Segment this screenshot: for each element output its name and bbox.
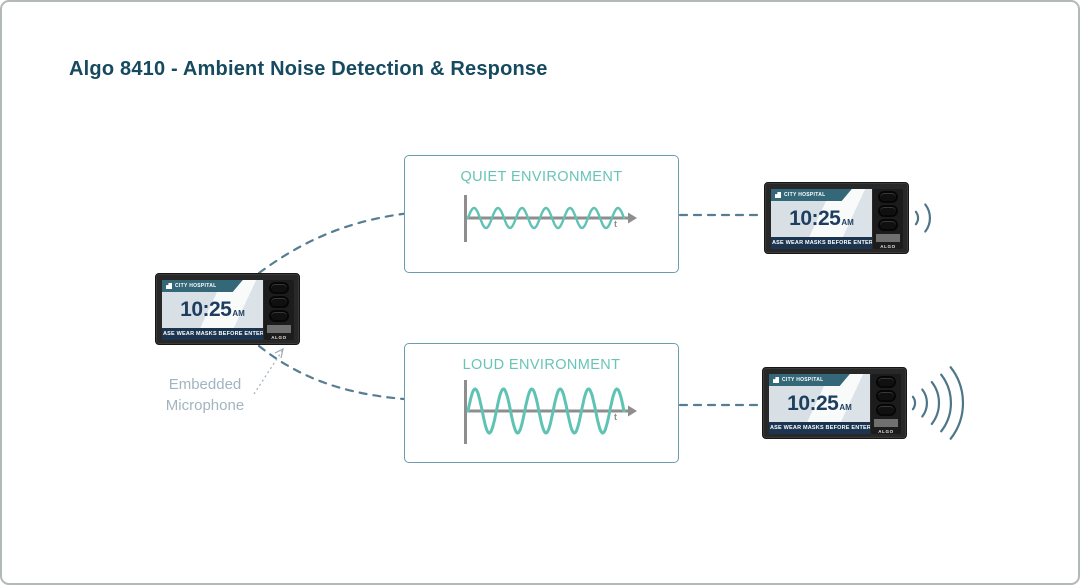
device-screen: CITY HOSPITAL 10:25AM ASE WEAR MASKS BEF…	[769, 374, 870, 434]
hospital-logo-icon	[166, 283, 172, 289]
speaker-slot	[269, 296, 289, 308]
device-main: CITY HOSPITAL 10:25AM ASE WEAR MASKS BEF…	[155, 273, 300, 345]
speaker-panel: ALGO	[871, 374, 901, 434]
sound-arc	[940, 373, 952, 433]
quiet-sound-waves-icon	[914, 203, 932, 233]
time-value: 10:25	[789, 207, 841, 230]
sound-arc	[911, 395, 917, 411]
wave-x-axis-arrow	[628, 212, 637, 224]
clock-display: 10:25AM	[162, 292, 263, 328]
wave-x-axis-arrow	[628, 405, 637, 417]
speaker-slot	[876, 376, 896, 388]
screen-header: CITY HOSPITAL	[771, 189, 852, 201]
loud-waveform-plot: t	[464, 380, 637, 444]
hospital-name: CITY HOSPITAL	[782, 377, 824, 383]
time-value: 10:25	[180, 298, 232, 321]
hospital-name: CITY HOSPITAL	[175, 283, 217, 289]
ticker-message: ASE WEAR MASKS BEFORE ENTERING TO	[769, 422, 870, 434]
quiet-sine-wave	[466, 206, 626, 230]
meridiem-label: AM	[232, 309, 245, 318]
device-loud-response: CITY HOSPITAL 10:25AM ASE WEAR MASKS BEF…	[762, 367, 907, 439]
loud-environment-box: LOUD ENVIRONMENT t	[404, 343, 679, 463]
microphone-pointer-arrowhead	[274, 347, 284, 359]
screen-header: CITY HOSPITAL	[162, 280, 243, 292]
speaker-slot	[876, 404, 896, 416]
speaker-slot	[878, 219, 898, 231]
ticker-message: ASE WEAR MASKS BEFORE ENTERING TO	[771, 237, 872, 249]
time-value: 10:25	[787, 392, 839, 415]
sound-arc	[949, 366, 965, 440]
speaker-slot	[878, 205, 898, 217]
sound-arc	[924, 203, 932, 233]
speaker-slot	[878, 191, 898, 203]
meridiem-label: AM	[839, 403, 852, 412]
sound-arc	[914, 210, 920, 226]
sound-arc	[930, 381, 941, 425]
microphone-annotation: Embedded Microphone	[165, 376, 245, 414]
loud-sound-waves-icon	[911, 366, 965, 440]
speaker-plate	[876, 234, 900, 242]
brand-label: ALGO	[271, 335, 287, 340]
speaker-panel: ALGO	[873, 189, 903, 249]
clock-display: 10:25AM	[771, 201, 872, 237]
device-quiet-response: CITY HOSPITAL 10:25AM ASE WEAR MASKS BEF…	[764, 182, 909, 254]
diagram-title: Algo 8410 - Ambient Noise Detection & Re…	[69, 58, 548, 80]
hospital-name: CITY HOSPITAL	[784, 192, 826, 198]
time-axis-label: t	[614, 219, 617, 229]
hospital-logo-icon	[775, 192, 781, 198]
hospital-logo-icon	[773, 377, 779, 383]
ticker-message: ASE WEAR MASKS BEFORE ENTERING TO	[162, 328, 263, 340]
quiet-environment-label: QUIET ENVIRONMENT	[460, 169, 623, 185]
brand-label: ALGO	[880, 244, 896, 249]
meridiem-label: AM	[841, 218, 854, 227]
screen-header: CITY HOSPITAL	[769, 374, 850, 386]
speaker-slot	[269, 310, 289, 322]
speaker-plate	[874, 419, 898, 427]
brand-label: ALGO	[878, 429, 894, 434]
device-screen: CITY HOSPITAL 10:25AM ASE WEAR MASKS BEF…	[162, 280, 263, 340]
loud-sine-wave	[466, 387, 626, 435]
speaker-slot	[876, 390, 896, 402]
speaker-panel: ALGO	[264, 280, 294, 340]
sound-arc	[921, 388, 929, 418]
device-screen: CITY HOSPITAL 10:25AM ASE WEAR MASKS BEF…	[771, 189, 872, 249]
time-axis-label: t	[614, 412, 617, 422]
speaker-slot	[269, 282, 289, 294]
speaker-plate	[267, 325, 291, 333]
clock-display: 10:25AM	[769, 386, 870, 422]
quiet-environment-box: QUIET ENVIRONMENT t	[404, 155, 679, 273]
quiet-waveform-plot: t	[464, 195, 637, 242]
loud-environment-label: LOUD ENVIRONMENT	[462, 357, 621, 373]
